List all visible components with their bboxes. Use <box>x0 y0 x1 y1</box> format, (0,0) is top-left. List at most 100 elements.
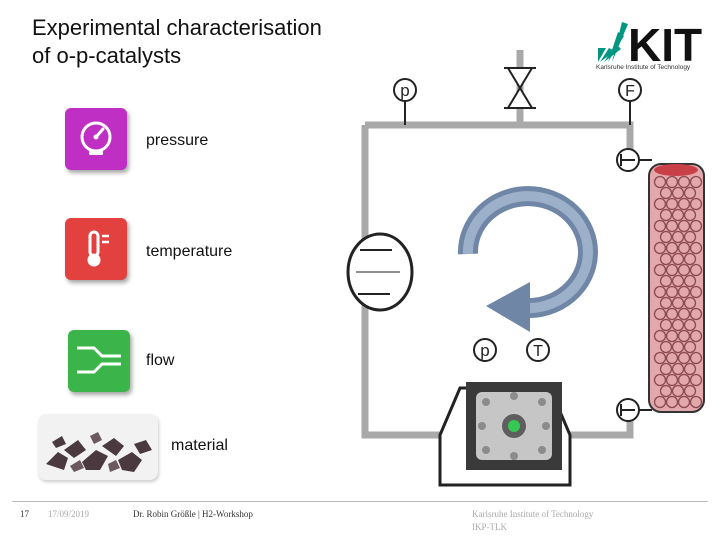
footer-page-number: 17 <box>20 509 29 519</box>
catalyst-pellet <box>659 252 673 266</box>
footer-divider <box>12 501 708 502</box>
thermometer-icon <box>87 230 109 267</box>
catalyst-pellet <box>665 197 679 211</box>
catalyst-pellet <box>677 241 691 255</box>
catalyst-pellet <box>683 274 697 288</box>
catalyst-pellet <box>671 362 685 376</box>
catalyst-pellet <box>671 252 685 266</box>
temperature-sensor-cell-label: T <box>533 343 543 360</box>
catalyst-pellet <box>683 230 697 244</box>
slide-footer: 17 17/09/2019 Dr. Robin Größle | H2-Work… <box>0 498 720 540</box>
flow-tile <box>68 330 130 392</box>
catalyst-pellet <box>689 285 703 299</box>
column-temp-sensor-bottom <box>616 398 652 422</box>
catalyst-pellet <box>653 307 667 321</box>
catalyst-pellet <box>659 318 673 332</box>
catalyst-pellet <box>689 373 703 387</box>
catalyst-pellet <box>689 329 703 343</box>
flow-label: flow <box>146 352 175 369</box>
pipe-left <box>361 125 455 439</box>
footer-department: IKP-TLK <box>472 522 507 532</box>
pressure-tile <box>65 108 127 170</box>
catalyst-pellet <box>665 175 679 189</box>
catalyst-pellet <box>683 362 697 376</box>
catalyst-pellet <box>677 395 691 409</box>
catalyst-pellet <box>677 351 691 365</box>
temperature-sensor-cell: T <box>526 338 550 362</box>
catalyst-pellet <box>659 208 673 222</box>
pressure-sensor-top-label: p <box>400 81 409 100</box>
catalyst-material-photo <box>38 414 158 480</box>
flow-sensor: F <box>618 78 642 125</box>
catalyst-pellet <box>659 362 673 376</box>
temperature-label: temperature <box>146 243 233 260</box>
slide-title-line2: of o-p-catalysts <box>32 43 182 68</box>
footer-author: Dr. Robin Größle | H2-Workshop <box>133 509 253 519</box>
catalyst-pellet <box>689 241 703 255</box>
catalyst-pellet <box>677 219 691 233</box>
kit-logo: KIT <box>596 18 706 76</box>
catalyst-pellet <box>659 340 673 354</box>
catalyst-pellet <box>665 263 679 277</box>
pressure-gauge-icon <box>80 121 112 155</box>
catalyst-pellet <box>671 296 685 310</box>
valve-icon <box>504 67 536 109</box>
footer-institute: Karlsruhe Institute of Technology <box>472 509 594 519</box>
footer-date: 17/09/2019 <box>48 509 90 519</box>
catalyst-pellet <box>653 395 667 409</box>
column-temp-sensor-top <box>616 148 652 172</box>
slide-title: Experimental characterisation of o-p-cat… <box>32 14 322 70</box>
catalyst-pellet <box>665 285 679 299</box>
pressure-sensor-cell: p <box>473 338 497 362</box>
catalyst-pellet <box>671 384 685 398</box>
catalyst-pellet <box>665 329 679 343</box>
catalyst-pellet <box>671 318 685 332</box>
catalyst-pellet <box>689 175 703 189</box>
pressure-label: pressure <box>146 132 209 149</box>
kit-logo-text: KIT <box>628 19 702 64</box>
pressure-sensor-top: p <box>393 78 417 125</box>
catalyst-pellet <box>665 373 679 387</box>
catalyst-pellet <box>665 395 679 409</box>
catalyst-pellet <box>653 197 667 211</box>
catalyst-pellet <box>683 208 697 222</box>
catalyst-pellet <box>653 351 667 365</box>
catalyst-pellet <box>683 296 697 310</box>
temperature-tile <box>65 218 127 280</box>
catalyst-pellet <box>659 230 673 244</box>
measurement-cell <box>438 382 572 487</box>
catalyst-pellet <box>653 285 667 299</box>
catalyst-pellet <box>653 241 667 255</box>
catalyst-pellet <box>665 219 679 233</box>
catalyst-pellet <box>671 186 685 200</box>
catalyst-pellet <box>677 263 691 277</box>
catalyst-pellet <box>683 252 697 266</box>
catalyst-pellet <box>677 329 691 343</box>
catalyst-pellet <box>671 230 685 244</box>
catalyst-pellet <box>683 186 697 200</box>
flow-sensor-label: F <box>625 83 635 100</box>
kit-logo-subtitle: Karlsruhe Institute of Technology <box>596 64 691 71</box>
catalyst-pellet <box>653 373 667 387</box>
catalyst-pellet <box>665 351 679 365</box>
catalyst-pellet <box>677 373 691 387</box>
catalyst-pellet <box>653 263 667 277</box>
catalyst-pellet <box>671 340 685 354</box>
catalyst-pellet <box>683 318 697 332</box>
catalyst-pellet <box>689 351 703 365</box>
pressure-sensor-cell-label: p <box>480 341 489 360</box>
catalyst-pellet <box>653 175 667 189</box>
catalyst-pellet <box>689 263 703 277</box>
catalyst-pellet <box>689 307 703 321</box>
catalyst-pellet <box>683 340 697 354</box>
catalyst-pellet <box>659 296 673 310</box>
kit-logo-graphic: KIT <box>598 19 702 71</box>
catalyst-pellet <box>665 307 679 321</box>
catalyst-pellet <box>659 384 673 398</box>
catalyst-pellet <box>689 197 703 211</box>
catalyst-pellet <box>671 208 685 222</box>
slide-title-line1: Experimental characterisation <box>32 15 322 40</box>
catalyst-pellet <box>677 307 691 321</box>
catalyst-pellet <box>677 285 691 299</box>
catalyst-pellet <box>677 175 691 189</box>
